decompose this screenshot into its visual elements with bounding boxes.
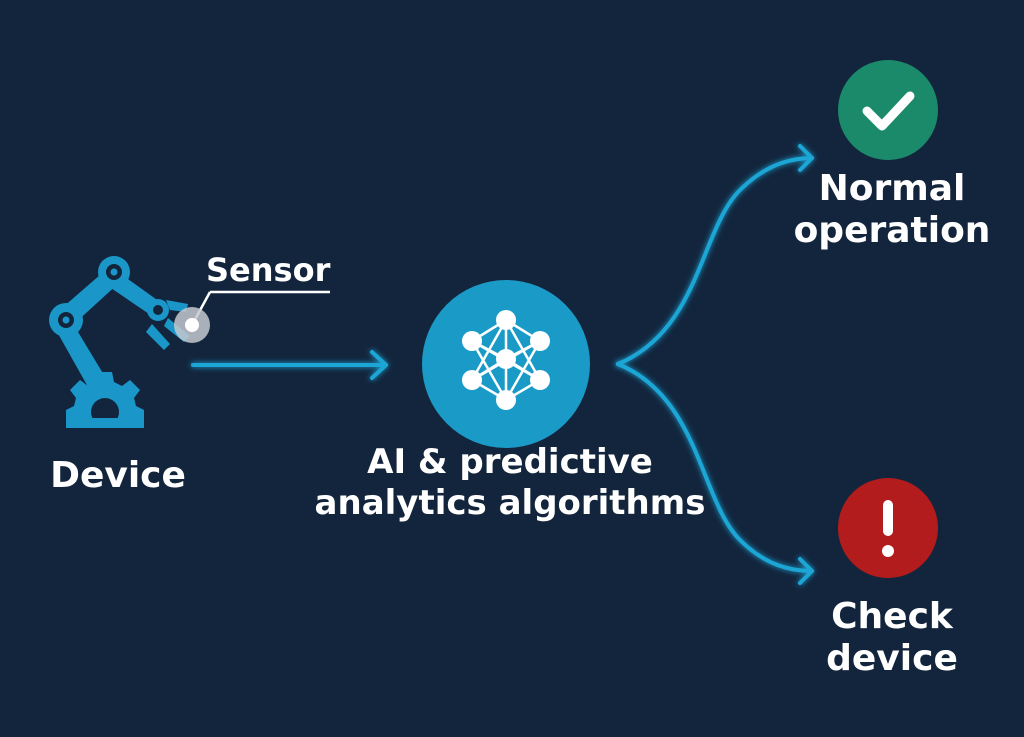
sensor-dot-icon bbox=[174, 290, 330, 343]
checkmark-icon bbox=[838, 60, 938, 160]
arrow-ai-to-normal bbox=[616, 144, 814, 366]
arrow-device-to-ai bbox=[191, 350, 388, 380]
robot-arm-icon bbox=[49, 256, 190, 428]
normal-operation-label: Normal operation bbox=[793, 168, 991, 251]
arrow-ai-to-check bbox=[616, 362, 814, 585]
exclamation-icon bbox=[838, 478, 938, 578]
sensor-label: Sensor bbox=[206, 251, 331, 289]
neural-network-icon bbox=[422, 280, 590, 448]
ai-algorithms-label: AI & predictive analytics algorithms bbox=[314, 442, 706, 523]
device-label: Device bbox=[50, 455, 186, 496]
check-device-label: Check device bbox=[826, 596, 958, 679]
